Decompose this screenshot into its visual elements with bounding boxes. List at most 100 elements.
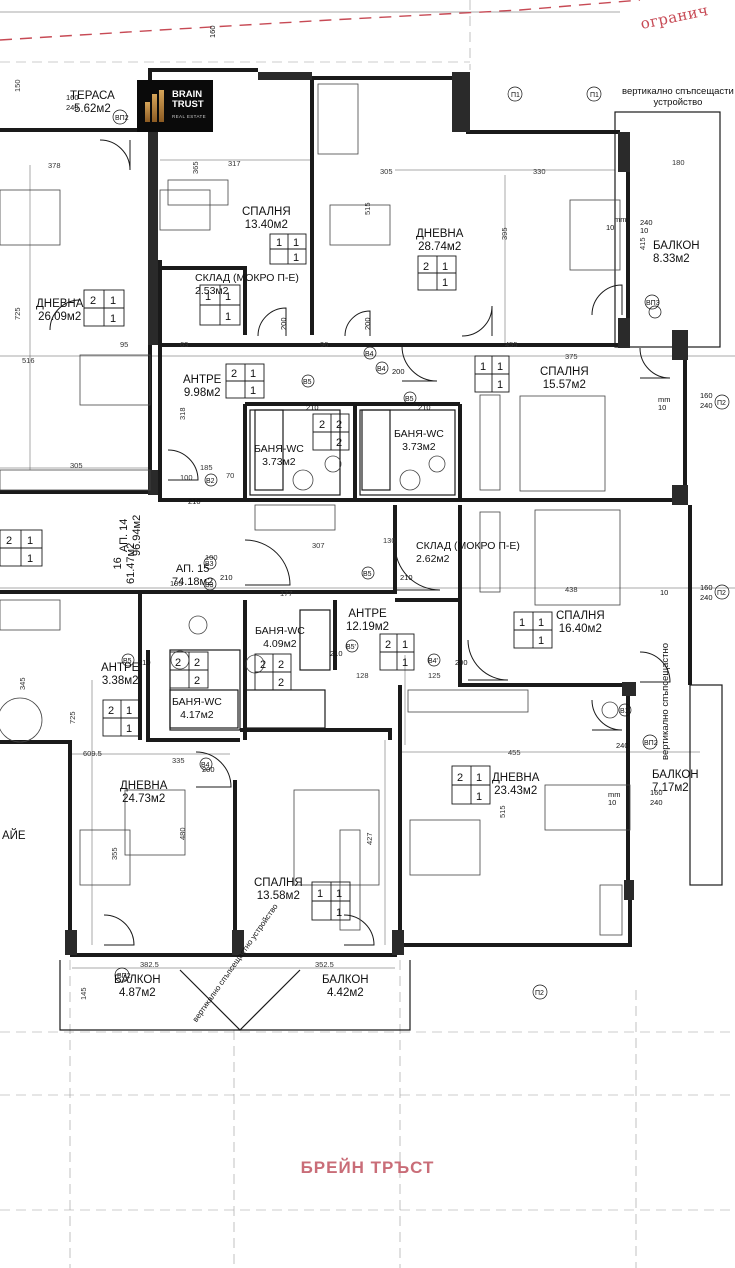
brain-trust-logo: BRAIN TRUST REAL ESTATE — [137, 80, 213, 132]
room-name: БАЛКОН — [114, 974, 161, 986]
room-name: БАНЯ-WC — [172, 696, 222, 708]
apartment-name: 16 — [112, 557, 124, 570]
room-label-bath-2: БАНЯ-WC 3.73м2 — [394, 428, 444, 454]
svg-text:200: 200 — [279, 317, 288, 330]
svg-text:1: 1 — [250, 385, 256, 397]
room-name: ДНЕВНА — [120, 780, 168, 792]
svg-text:195: 195 — [170, 579, 183, 588]
svg-text:10: 10 — [658, 403, 666, 412]
room-label-living-bottom-left: ДНЕВНА 24.73м2 — [120, 780, 167, 806]
svg-text:352.5: 352.5 — [315, 960, 334, 969]
svg-text:480: 480 — [178, 827, 187, 840]
svg-text:1: 1 — [336, 907, 342, 919]
svg-text:177: 177 — [280, 589, 293, 598]
room-area: 13.40м2 — [244, 219, 288, 231]
room-label-bedroom-2: СПАЛНЯ 15.57м2 — [540, 366, 589, 392]
room-area: 15.57м2 — [542, 379, 586, 391]
svg-text:BП3: BП3 — [646, 300, 660, 307]
svg-text:2: 2 — [260, 659, 266, 671]
room-area: 5.62м2 — [74, 103, 111, 115]
svg-text:427: 427 — [365, 832, 374, 845]
svg-text:BП2: BП2 — [644, 740, 658, 747]
logo-line2: TRUST — [172, 99, 204, 110]
door-tags: BП2 П1 П1 BП3 П2 П2 П2 B5 B4 B5 B4 B3 B5… — [112, 86, 730, 1000]
svg-text:B4: B4 — [201, 762, 210, 769]
svg-text:305: 305 — [70, 461, 83, 470]
svg-text:1: 1 — [442, 261, 448, 273]
room-name: АНТРЕ — [348, 608, 387, 620]
room-label-bath-4: БАНЯ-WC 4.17м2 — [172, 696, 222, 722]
svg-text:10: 10 — [606, 223, 614, 232]
svg-text:B4: B4 — [365, 351, 374, 358]
logo-mark-icon — [145, 90, 167, 122]
dimension-text: 150 378 317 305 330 180 515 395 725 516 … — [13, 79, 685, 1000]
svg-text:200: 200 — [455, 658, 468, 667]
room-area: 2.62м2 — [416, 553, 450, 565]
room-name: ДНЕВНА — [36, 298, 84, 310]
watermark: БРЕЙН ТРЪСТ — [300, 1158, 435, 1177]
room-label-balcony-mid-right: БАЛКОН 7.17м2 — [652, 769, 699, 795]
svg-text:345: 345 — [18, 677, 27, 690]
svg-text:2: 2 — [319, 419, 325, 431]
room-label-storage-2: СКЛАД (МОКРО П-Е) 2.62м2 — [416, 540, 520, 566]
svg-text:210: 210 — [330, 649, 343, 658]
room-label-bedroom-4: СПАЛНЯ 13.58м2 — [254, 877, 303, 903]
room-name: ДНЕВНА — [416, 228, 464, 240]
room-area: 3.73м2 — [402, 441, 436, 453]
svg-text:240: 240 — [700, 593, 713, 602]
svg-text:96: 96 — [320, 340, 328, 349]
room-name: ДНЕВНА — [492, 772, 540, 784]
svg-text:355: 355 — [110, 847, 119, 860]
svg-text:2: 2 — [278, 677, 284, 689]
svg-text:B3: B3 — [205, 582, 214, 589]
room-name: БАНЯ-WC — [394, 428, 444, 440]
svg-text:318: 318 — [178, 407, 187, 420]
svg-text:200: 200 — [392, 367, 405, 376]
svg-text:2: 2 — [194, 675, 200, 687]
room-name: СКЛАД (МОКРО П-Е) — [416, 540, 520, 552]
room-area: 4.87м2 — [118, 987, 156, 999]
svg-text:2: 2 — [90, 295, 96, 307]
room-area: 4.42м2 — [326, 987, 364, 999]
svg-text:2: 2 — [423, 261, 429, 273]
svg-text:130: 130 — [383, 536, 396, 545]
svg-text:1: 1 — [336, 888, 342, 900]
room-area: 2.53м2 — [195, 285, 229, 297]
svg-text:B3: B3 — [205, 561, 214, 568]
svg-text:375: 375 — [565, 352, 578, 361]
svg-text:П1: П1 — [590, 92, 599, 99]
svg-text:П2: П2 — [535, 990, 544, 997]
apartment-label-16: 16 61.47м2 — [112, 543, 138, 584]
svg-text:2: 2 — [336, 437, 342, 449]
room-label-living-left: ДНЕВНА 26.09м2 — [36, 298, 83, 324]
svg-text:2: 2 — [6, 535, 12, 547]
room-area: 12.19м2 — [346, 621, 390, 633]
svg-text:1: 1 — [402, 657, 408, 669]
svg-text:1: 1 — [27, 535, 33, 547]
svg-text:1: 1 — [497, 361, 503, 373]
apartment-area: 61.47м2 — [125, 542, 137, 584]
svg-text:1: 1 — [497, 379, 503, 391]
room-number-grids — [0, 233, 553, 921]
room-area: 9.98м2 — [183, 387, 221, 399]
svg-text:307: 307 — [312, 541, 325, 550]
shaft-line-1: вертикално спъпсещасти — [622, 86, 734, 97]
svg-text:128: 128 — [356, 671, 369, 680]
svg-text:1: 1 — [205, 291, 211, 303]
svg-text:B2: B2 — [206, 478, 215, 485]
svg-text:2: 2 — [194, 657, 200, 669]
svg-text:П2: П2 — [717, 590, 726, 597]
svg-text:B5: B5 — [363, 571, 372, 578]
room-name: АЙЕ — [2, 830, 26, 842]
svg-text:438: 438 — [565, 585, 578, 594]
apartment-area: 74.18м2 — [172, 576, 214, 588]
svg-text:2: 2 — [231, 368, 237, 380]
room-area: 4.17м2 — [180, 709, 214, 721]
svg-text:335: 335 — [172, 756, 185, 765]
thin-walls — [59, 111, 723, 1031]
svg-text:160: 160 — [700, 583, 713, 592]
room-label-bath-3: БАНЯ-WC 4.09м2 — [255, 625, 305, 651]
room-name: СПАЛНЯ — [242, 206, 291, 218]
room-name: СПАЛНЯ — [556, 610, 605, 622]
